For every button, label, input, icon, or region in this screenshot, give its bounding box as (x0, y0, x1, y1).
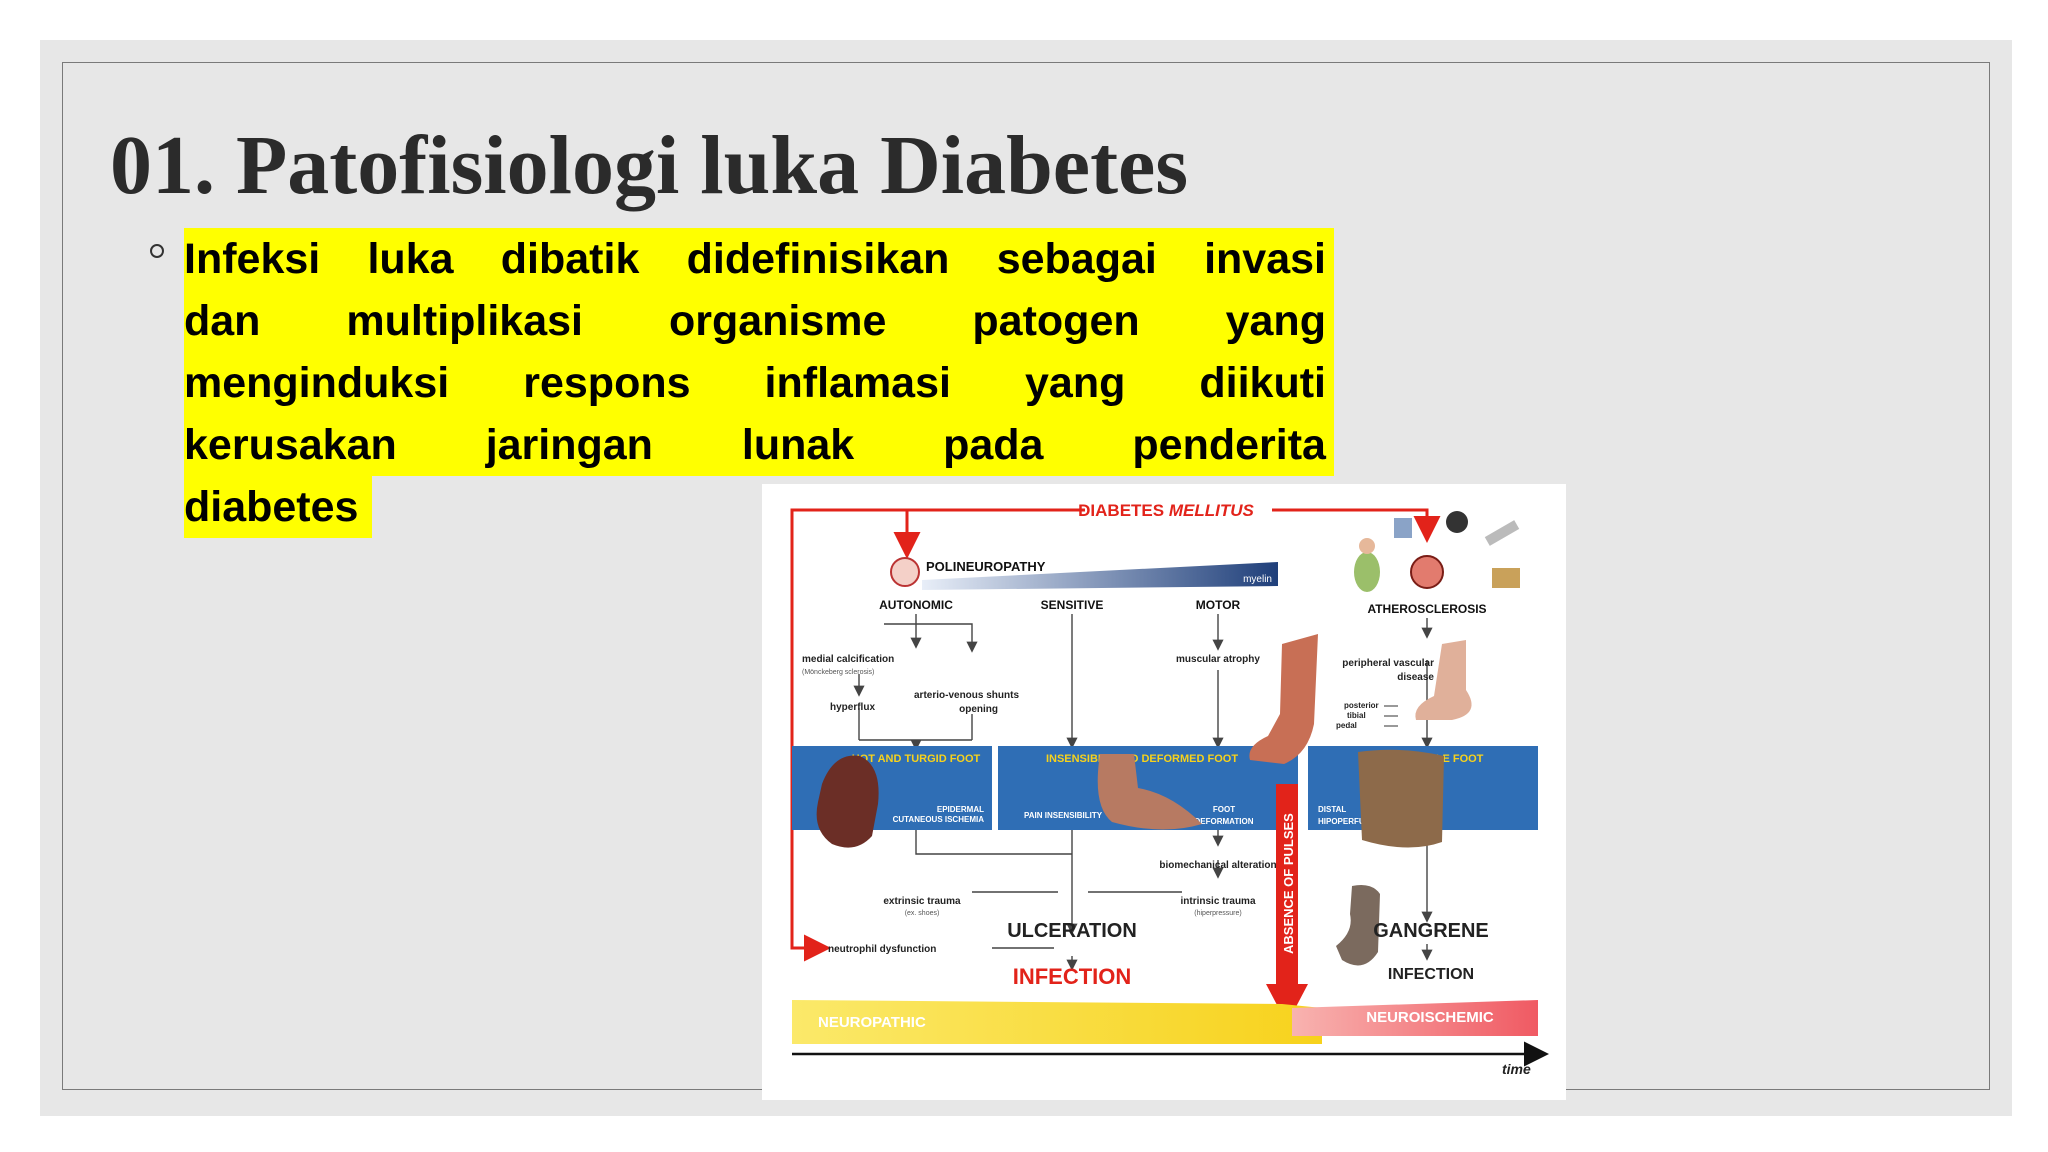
label-hot-foot: HOT AND TURGID FOOT (852, 753, 981, 765)
label-epidermal: EPIDERMAL (937, 805, 984, 814)
label-deformation: DEFORMATION (1195, 817, 1254, 826)
label-gangrene: GANGRENE (1373, 920, 1489, 942)
label-monckeberg: (Mönckeberg sclerosis) (802, 669, 874, 676)
bullet-paragraph: Infeksi luka dibatik didefinisikan sebag… (184, 228, 1334, 538)
risk-factor-icons (1354, 511, 1520, 592)
label-hipoperfusion: HIPOPERFUSION (1318, 817, 1384, 826)
diabetic-foot-diagram: DIABETES MELLITUS POLINEUROPATHY myelin … (762, 484, 1566, 1100)
label-av-shunts-opening: opening (959, 704, 998, 715)
label-neuropathic: NEUROPATHIC (818, 1014, 926, 1031)
label-pedal: pedal (1336, 721, 1357, 730)
bar-neuroischemic (1292, 1000, 1538, 1036)
bullet-circle-icon (150, 244, 164, 258)
label-atherosclerosis: ATHEROSCLEROSIS (1367, 602, 1486, 616)
label-ulceration: ULCERATION (1007, 920, 1137, 942)
pulse-tick-marks (1384, 705, 1398, 727)
diagram-title: DIABETES MELLITUS (1078, 501, 1254, 520)
label-neuroischemic: NEUROISCHEMIC (1366, 1009, 1494, 1026)
label-biomechanical: biomechanical alteration (1159, 860, 1276, 871)
label-sensitive: SENSITIVE (1041, 598, 1104, 612)
label-medial-calcification: medial calcification (802, 654, 894, 665)
flow-arrows (853, 614, 1433, 971)
myelin-wedge (922, 562, 1278, 590)
nerve-icon (890, 557, 920, 587)
bullet-line: dan multiplikasi organisme patogen yang (184, 290, 1334, 352)
label-pvd-disease: disease (1397, 672, 1434, 683)
label-extrinsic-example: (ex. shoes) (905, 910, 940, 917)
label-muscular-atrophy: muscular atrophy (1176, 654, 1260, 665)
label-distal: DISTAL (1318, 805, 1346, 814)
bullet-line: kerusakan jaringan lunak pada penderita (184, 414, 1334, 476)
label-cutaneous-ischemia: CUTANEOUS ISCHEMIA (893, 815, 985, 824)
label-absence-of-pulses: ABSENCE OF PULSES (1281, 813, 1296, 954)
slide-title: 01. Patofisiologi luka Diabetes (110, 119, 1189, 212)
label-autonomic: AUTONOMIC (879, 598, 953, 612)
label-pvd: peripheral vascular (1342, 658, 1434, 669)
bullet-line: Infeksi luka dibatik didefinisikan sebag… (184, 228, 1334, 290)
label-tibial: tibial (1347, 711, 1366, 720)
label-myelin: myelin (1243, 574, 1272, 585)
label-hyperflux: hyperflux (830, 702, 875, 713)
label-av-shunts: arterio-venous shunts (914, 690, 1019, 701)
label-posterior: posterior (1344, 701, 1379, 710)
label-extrinsic-trauma: extrinsic trauma (883, 896, 961, 907)
label-insensible-foot: INSENSIBLE AND DEFORMED FOOT (1046, 753, 1238, 765)
bullet-line: menginduksi respons inflamasi yang diiku… (184, 352, 1334, 414)
red-pathway-lines (790, 508, 1441, 962)
label-infection-right: INFECTION (1388, 966, 1474, 983)
label-polineuropathy: POLINEUROPATHY (926, 559, 1046, 574)
label-foot: FOOT (1213, 805, 1235, 814)
label-motor: MOTOR (1196, 598, 1241, 612)
label-time: time (1502, 1061, 1531, 1077)
label-intrinsic-hiperpressure: (hiperpressure) (1194, 910, 1241, 917)
bar-neuropathic (792, 1000, 1322, 1044)
label-intrinsic-trauma: intrinsic trauma (1180, 896, 1255, 907)
absence-of-pulses-arrow (1266, 784, 1308, 1024)
label-infection-main: INFECTION (1013, 964, 1132, 989)
bullet-line-last: diabetes (184, 476, 1334, 538)
label-pain-insensibility: PAIN INSENSIBILITY (1024, 811, 1103, 820)
label-neutrophil-dysfunction: neutrophil dysfunction (828, 944, 936, 955)
foot-images (816, 634, 1472, 966)
